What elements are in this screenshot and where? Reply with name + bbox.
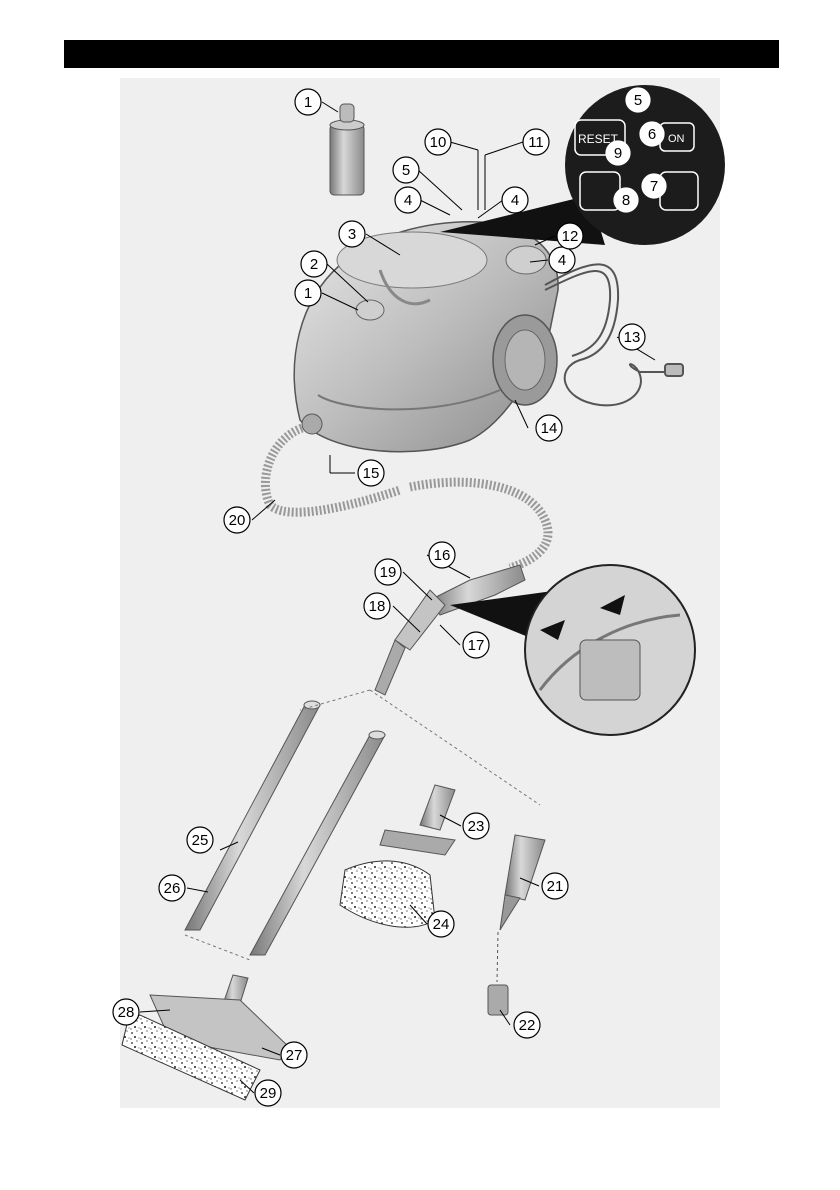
callout-c7: 7 — [642, 174, 666, 198]
round-brush — [488, 985, 508, 1015]
on-label: ON — [668, 133, 685, 145]
callout-c24: 24 — [428, 911, 454, 937]
callout-number: 4 — [558, 252, 566, 269]
callout-c29: 29 — [255, 1080, 281, 1106]
filter-cartridge — [330, 104, 364, 195]
callout-number: 29 — [260, 1085, 277, 1102]
callout-number: 14 — [541, 420, 558, 437]
callout-c5b: 5 — [626, 88, 650, 112]
callout-c1a: 1 — [295, 89, 321, 115]
steam-cleaner-body — [294, 222, 558, 452]
callout-c19: 19 — [375, 559, 401, 585]
callout-c27: 27 — [281, 1042, 307, 1068]
callout-number: 7 — [650, 178, 658, 195]
callout-c11: 11 — [523, 129, 549, 155]
callout-c13: 13 — [619, 324, 645, 350]
callout-number: 9 — [614, 145, 622, 162]
callout-c1b: 1 — [295, 280, 321, 306]
callout-c10: 10 — [425, 129, 451, 155]
callout-c20: 20 — [224, 507, 250, 533]
callout-c4c: 4 — [549, 247, 575, 273]
callout-number: 20 — [229, 512, 246, 529]
callout-c14: 14 — [536, 415, 562, 441]
callout-c28: 28 — [113, 999, 139, 1025]
callout-number: 27 — [286, 1047, 303, 1064]
callout-c5a: 5 — [393, 157, 419, 183]
callout-c23: 23 — [463, 813, 489, 839]
callout-c21: 21 — [542, 873, 568, 899]
callout-number: 23 — [468, 818, 485, 835]
callout-c26: 26 — [159, 875, 185, 901]
control-panel-detail: RESET ON — [440, 85, 725, 245]
callout-c2: 2 — [301, 251, 327, 277]
callout-c6: 6 — [640, 122, 664, 146]
extension-tube-left — [185, 701, 320, 930]
callout-number: 22 — [519, 1017, 536, 1034]
callout-number: 5 — [634, 92, 642, 109]
callout-number: 3 — [348, 226, 356, 243]
callout-number: 4 — [511, 192, 519, 209]
callout-number: 6 — [648, 126, 656, 143]
callout-number: 18 — [369, 598, 386, 615]
hand-nozzle — [380, 785, 455, 855]
callout-c8: 8 — [614, 188, 638, 212]
callout-c18: 18 — [364, 593, 390, 619]
callout-number: 16 — [434, 547, 451, 564]
callout-number: 15 — [363, 465, 380, 482]
callout-number: 10 — [430, 134, 447, 151]
callout-number: 12 — [562, 228, 579, 245]
callout-number: 19 — [380, 564, 397, 581]
callout-number: 5 — [402, 162, 410, 179]
callout-number: 26 — [164, 880, 181, 897]
callout-number: 8 — [622, 192, 630, 209]
callout-number: 28 — [118, 1004, 135, 1021]
callout-c16: 16 — [429, 542, 455, 568]
callout-number: 24 — [433, 916, 450, 933]
callout-c25: 25 — [187, 827, 213, 853]
steam-gun — [375, 565, 525, 695]
extension-tube-right — [250, 731, 385, 955]
callout-c3: 3 — [339, 221, 365, 247]
callout-number: 21 — [547, 878, 564, 895]
callout-c12: 12 — [557, 223, 583, 249]
callout-number: 25 — [192, 832, 209, 849]
callout-number: 11 — [528, 134, 544, 151]
callout-number: 17 — [468, 637, 485, 654]
callout-c9: 9 — [606, 141, 630, 165]
detail-nozzle — [497, 835, 545, 982]
callout-c4b: 4 — [502, 187, 528, 213]
callout-number: 4 — [404, 192, 412, 209]
callout-number: 1 — [304, 94, 312, 111]
callout-number: 13 — [624, 329, 641, 346]
callout-number: 1 — [304, 285, 312, 302]
power-cable — [545, 264, 683, 405]
callout-c17: 17 — [463, 632, 489, 658]
callout-c4a: 4 — [395, 187, 421, 213]
callout-c22: 22 — [514, 1012, 540, 1038]
callout-number: 2 — [310, 256, 318, 273]
callout-c15: 15 — [358, 460, 384, 486]
